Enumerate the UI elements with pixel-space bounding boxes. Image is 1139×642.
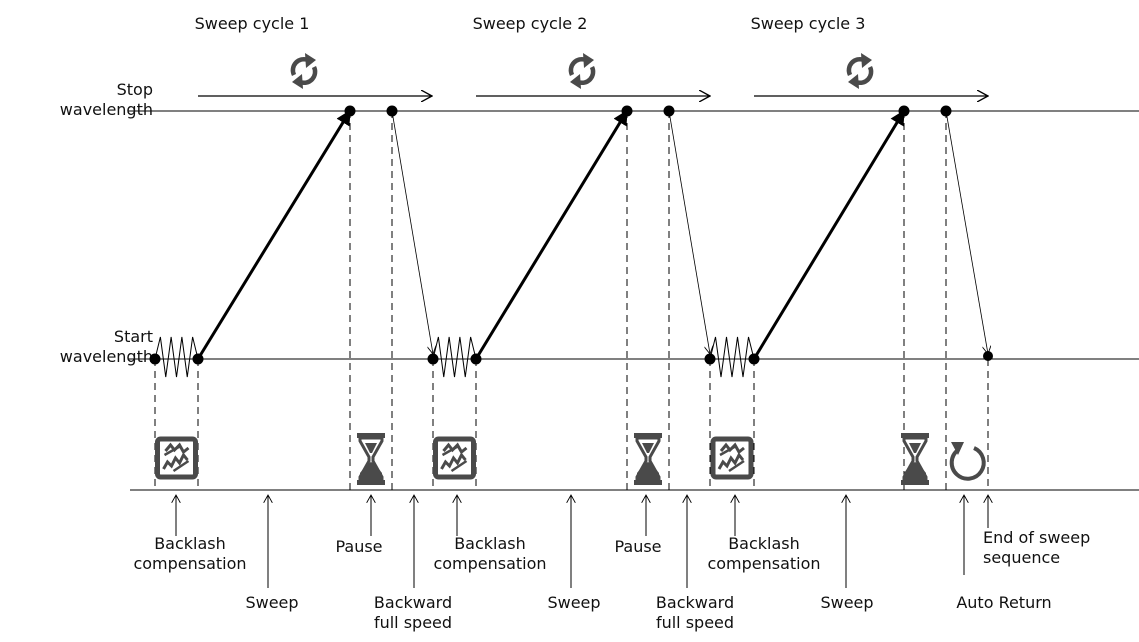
sweep-label: Sweep bbox=[245, 593, 298, 612]
hourglass-icon bbox=[901, 433, 929, 485]
sweep-point bbox=[748, 353, 760, 365]
sweep-point bbox=[898, 105, 910, 117]
cycle-arrows-icon bbox=[846, 53, 874, 89]
sweep-point bbox=[386, 105, 398, 117]
backlash-gear-icon bbox=[710, 436, 754, 480]
sweep-point bbox=[192, 353, 204, 365]
cycle-arrows-icon bbox=[568, 53, 596, 89]
backlash-zigzag bbox=[432, 336, 477, 378]
sweep-point bbox=[427, 353, 439, 365]
sweep-cycle-label: Sweep cycle 2 bbox=[473, 14, 588, 33]
backlash-zigzag bbox=[154, 336, 199, 378]
return-line bbox=[668, 110, 710, 354]
sweep-point bbox=[663, 105, 675, 117]
backlash-gear-icon bbox=[155, 436, 198, 480]
sweep-point bbox=[470, 353, 482, 365]
sweep-line bbox=[196, 109, 352, 360]
sweep-label: Sweep bbox=[820, 593, 873, 612]
return-line bbox=[391, 110, 433, 354]
final-return-line bbox=[945, 110, 988, 354]
end-point bbox=[983, 351, 993, 361]
auto-return-label: Auto Return bbox=[956, 593, 1051, 612]
hourglass-icon bbox=[357, 433, 385, 485]
auto-return-icon bbox=[949, 442, 986, 481]
sweep-line bbox=[474, 109, 629, 360]
pause-label: Pause bbox=[614, 537, 661, 556]
hourglass-icon bbox=[634, 433, 662, 485]
backlash-gear-icon bbox=[433, 436, 476, 480]
sweep-point bbox=[621, 105, 633, 117]
sweep-line bbox=[752, 109, 906, 360]
sweep-cycle-label: Sweep cycle 3 bbox=[751, 14, 866, 33]
pause-label: Pause bbox=[335, 537, 382, 556]
sweep-point bbox=[149, 353, 161, 365]
sweep-point bbox=[704, 353, 716, 365]
sweep-point bbox=[344, 105, 356, 117]
sweep-cycle-label: Sweep cycle 1 bbox=[195, 14, 310, 33]
cycle-arrows-icon bbox=[290, 53, 318, 89]
sweep-label: Sweep bbox=[547, 593, 600, 612]
backlash-zigzag bbox=[709, 336, 755, 378]
